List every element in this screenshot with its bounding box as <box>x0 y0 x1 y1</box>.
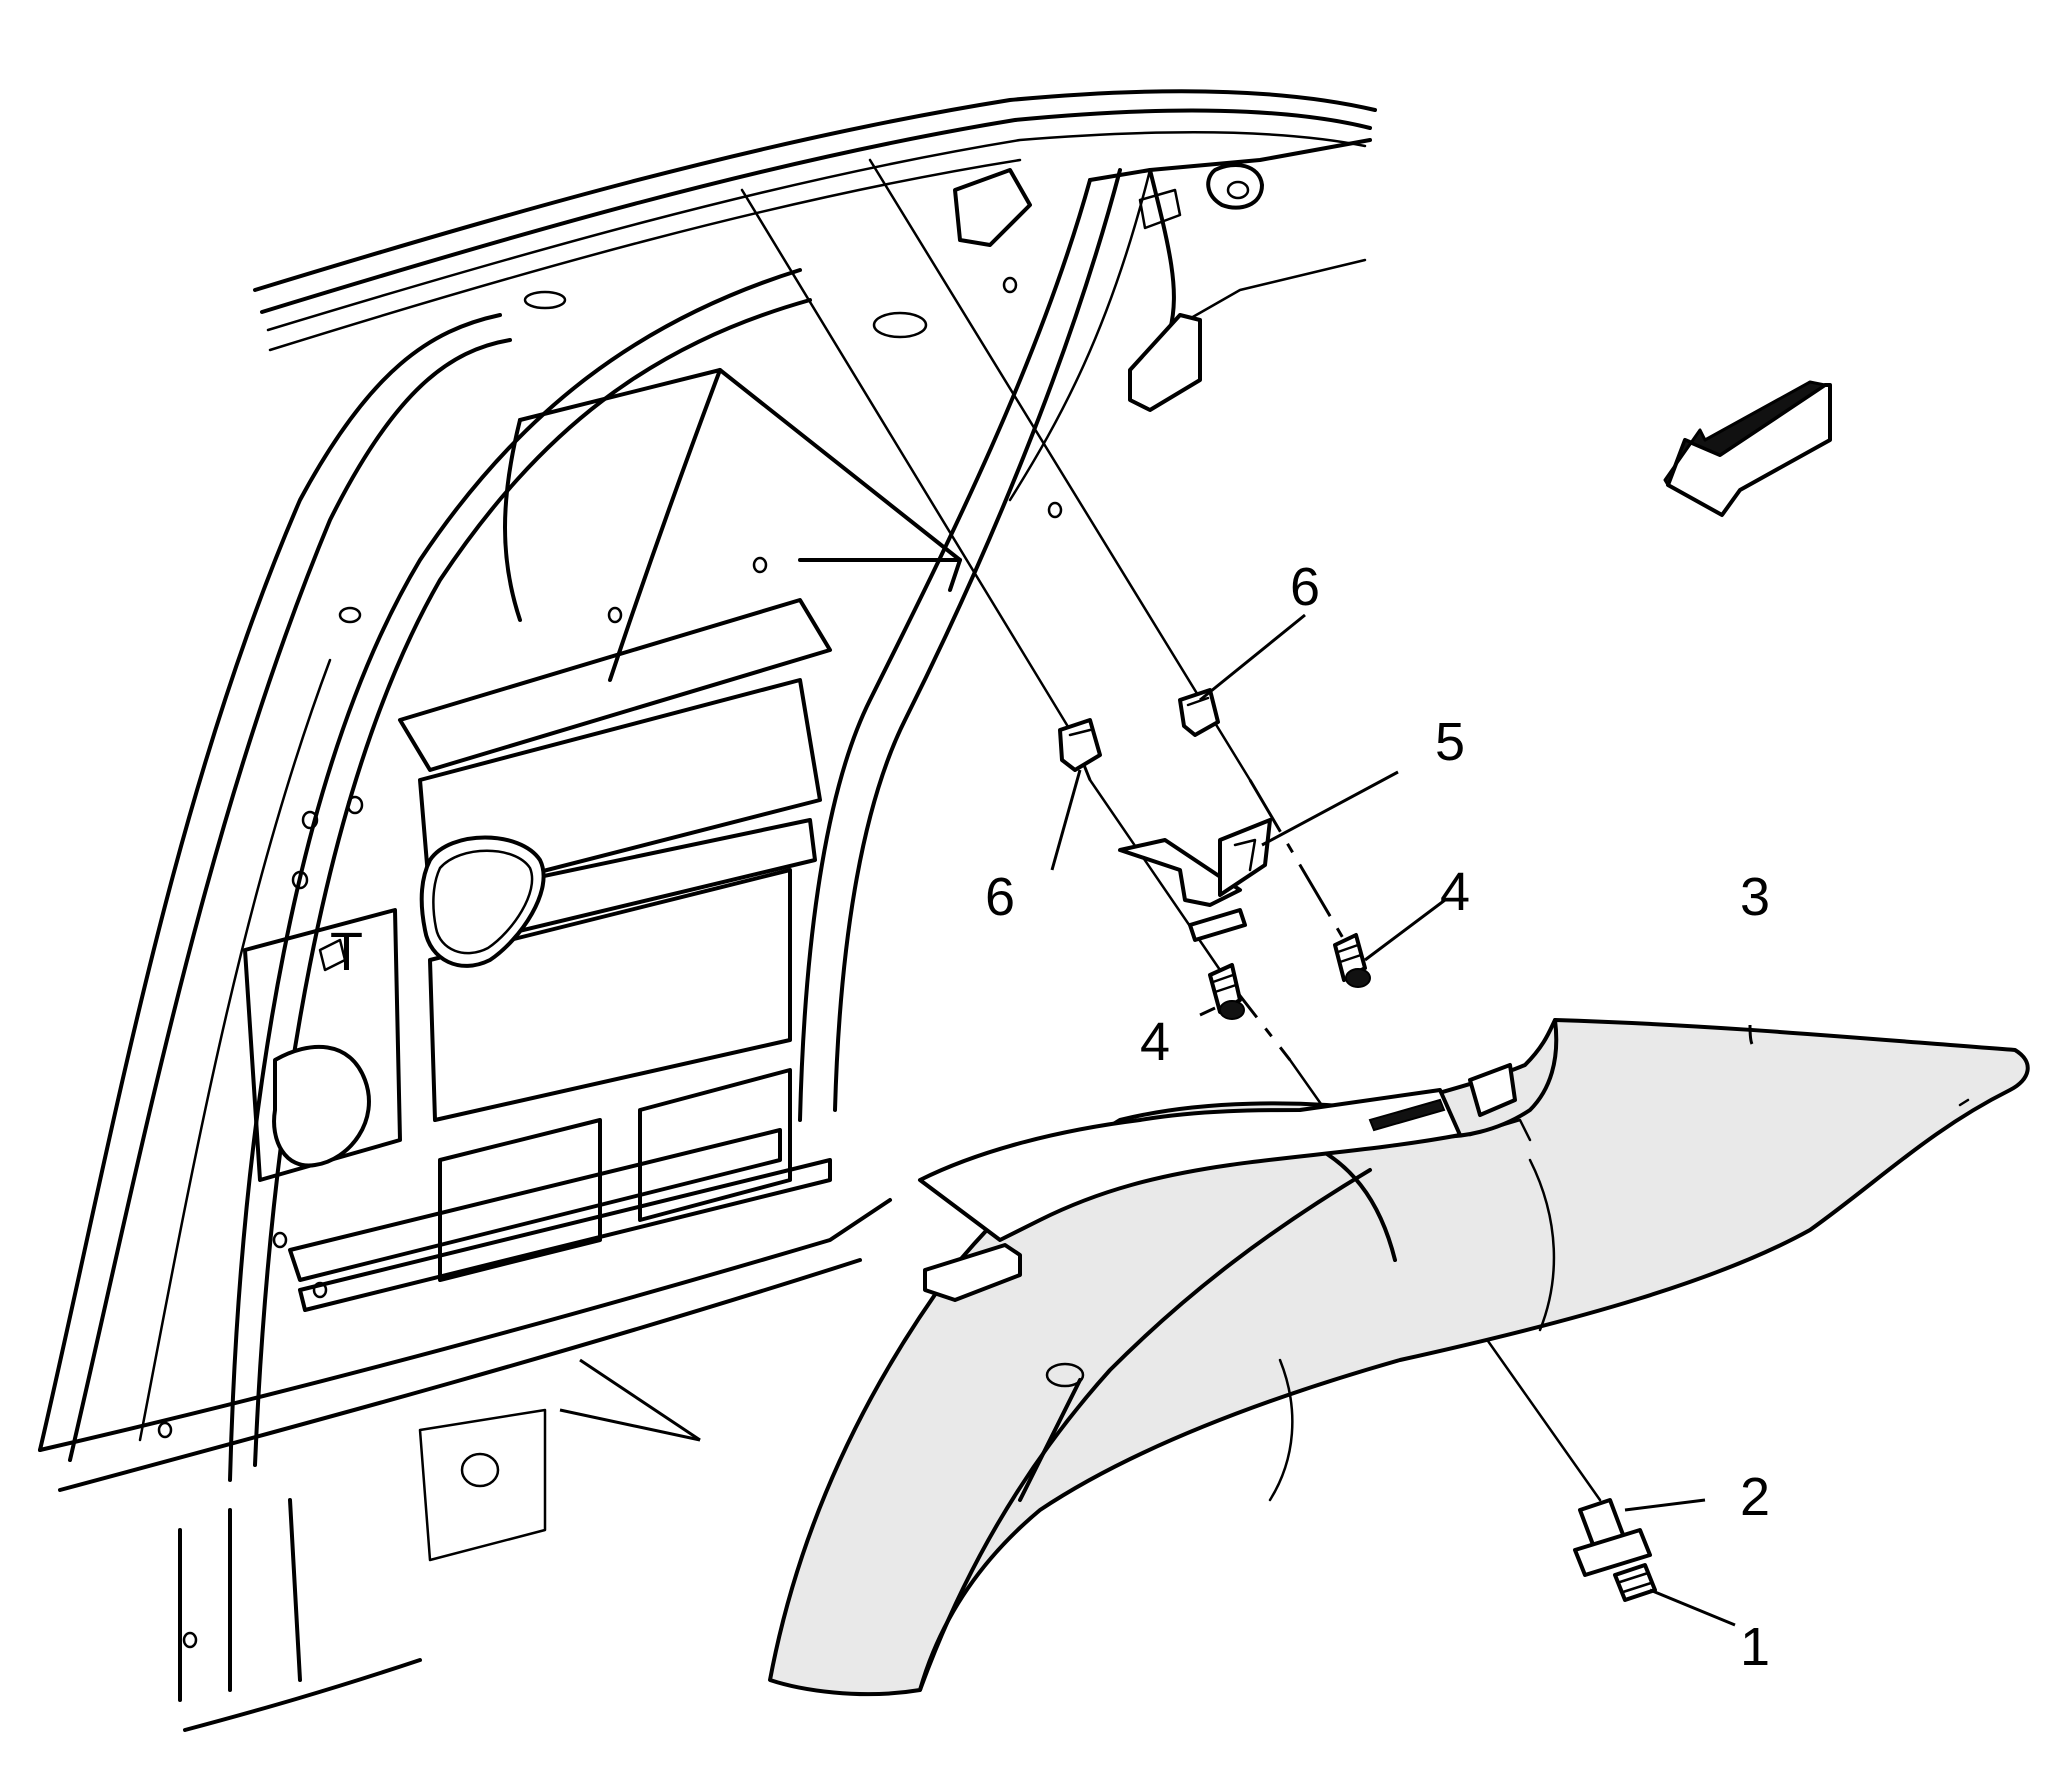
body-holes <box>157 276 1063 1649</box>
stamp-mark: T <box>330 922 363 982</box>
screw-4-left <box>1208 963 1245 1020</box>
callout-3: 3 <box>1740 867 1770 927</box>
callout-6-lower: 6 <box>985 867 1015 927</box>
body-structure: T <box>38 89 1377 1732</box>
callout-labels: 6 5 6 4 3 4 2 1 <box>985 557 1770 1677</box>
callout-1: 1 <box>1740 1617 1770 1677</box>
retainer-6-right <box>1178 688 1220 737</box>
retainer-6-left <box>1058 718 1102 772</box>
callout-4-left: 4 <box>1140 1012 1170 1072</box>
callout-5: 5 <box>1435 712 1465 772</box>
orientation-arrow-icon <box>1663 380 1832 517</box>
leader-lines <box>1050 613 1754 1627</box>
callout-4-right: 4 <box>1440 862 1470 922</box>
bracket-5 <box>1118 818 1272 942</box>
callout-2: 2 <box>1740 1467 1770 1527</box>
quarter-trim-panel-3 <box>768 1018 2030 1697</box>
screw-4-right <box>1333 933 1371 988</box>
push-clip-2 <box>1573 1498 1652 1577</box>
retainer-1 <box>1613 1563 1657 1602</box>
callout-6-upper: 6 <box>1290 557 1320 617</box>
